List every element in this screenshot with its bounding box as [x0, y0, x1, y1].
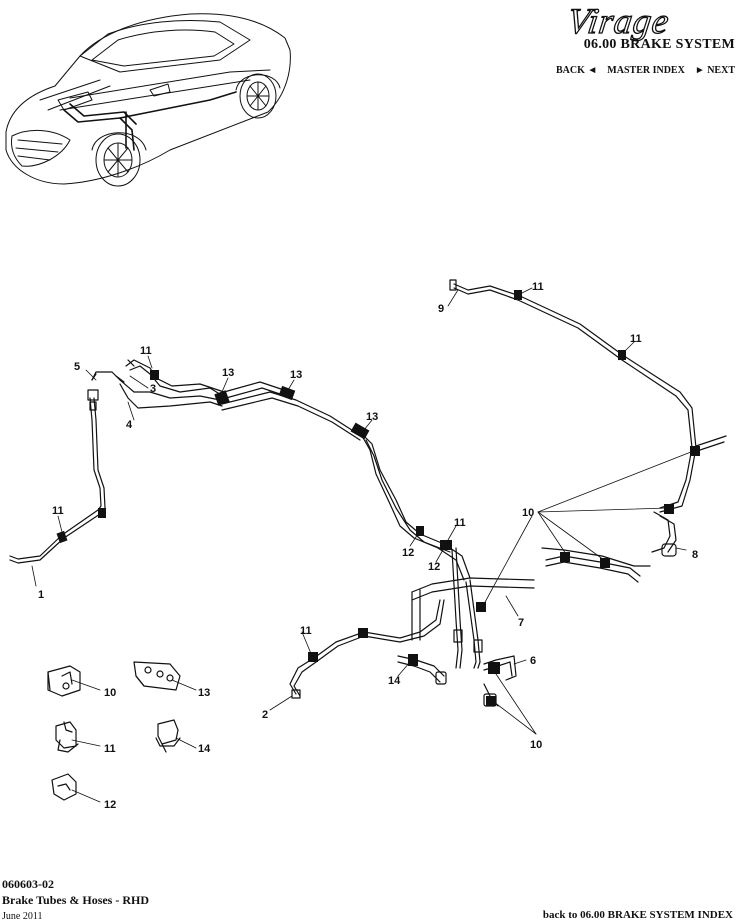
drawing-date: June 2011: [2, 911, 43, 922]
callout-6: 6: [530, 655, 536, 667]
callout-13a: 13: [222, 367, 234, 379]
drawing-title: Brake Tubes & Hoses - RHD: [2, 893, 150, 907]
clips: [56, 290, 700, 706]
tube-upper-left: [91, 359, 361, 441]
callout-10-legend: 10: [104, 687, 116, 699]
callout-11e: 11: [630, 333, 642, 345]
callout-1: 1: [38, 589, 44, 601]
callout-3: 3: [150, 383, 156, 395]
part-clip-14: [155, 719, 181, 753]
callout-labels: 1 2 3 4 5 6 7 8 9 10 10 10 10 10 11 11 1…: [38, 281, 698, 811]
next-link[interactable]: ► NEXT: [694, 65, 735, 76]
callout-2: 2: [262, 709, 268, 721]
back-to-index-link[interactable]: back to 06.00 BRAKE SYSTEM INDEX: [542, 909, 733, 921]
callout-14-legend: 14: [198, 743, 211, 755]
callout-11f: 11: [300, 625, 312, 637]
callout-11-legend: 11: [104, 743, 116, 755]
callout-8: 8: [692, 549, 698, 561]
callout-13-legend: 13: [198, 687, 210, 699]
callout-12b: 12: [428, 561, 440, 573]
leader-lines: [31, 287, 697, 803]
callout-11d: 11: [532, 281, 544, 293]
part-clip-10: [47, 665, 81, 697]
hose-14: [397, 655, 447, 685]
callout-13c: 13: [366, 411, 378, 423]
callout-10a: 10: [522, 507, 534, 519]
callout-12-legend: 12: [104, 799, 116, 811]
callout-11b: 11: [140, 345, 152, 357]
callout-4: 4: [126, 419, 133, 431]
callout-11c: 11: [454, 517, 466, 529]
master-index-link[interactable]: MASTER INDEX: [607, 65, 685, 76]
part-clip-11: [55, 721, 79, 753]
tube-bottom-left: [289, 599, 445, 699]
callout-9: 9: [438, 303, 444, 315]
back-link[interactable]: BACK ◄: [556, 65, 598, 76]
callout-5: 5: [74, 361, 80, 373]
tube-right-lower: [541, 511, 677, 583]
navigation-bar: BACK ◄ MASTER INDEX ► NEXT: [556, 65, 735, 76]
callout-14a: 14: [388, 675, 401, 687]
section-title: 06.00 BRAKE SYSTEM: [583, 37, 735, 52]
drawing-code: 060603-02: [2, 877, 54, 891]
callout-11a: 11: [52, 505, 64, 517]
tube-center-run: [357, 429, 483, 669]
callout-13b: 13: [290, 369, 302, 381]
callout-12a: 12: [402, 547, 414, 559]
part-clip-12: [51, 773, 77, 801]
tube-right-rear: [449, 279, 727, 513]
vehicle-illustration: [5, 13, 291, 187]
callout-10b: 10: [530, 739, 542, 751]
callout-7: 7: [518, 617, 524, 629]
tube-left-front: [9, 389, 106, 564]
part-clip-13: [133, 661, 181, 691]
cross-member: [411, 577, 535, 641]
